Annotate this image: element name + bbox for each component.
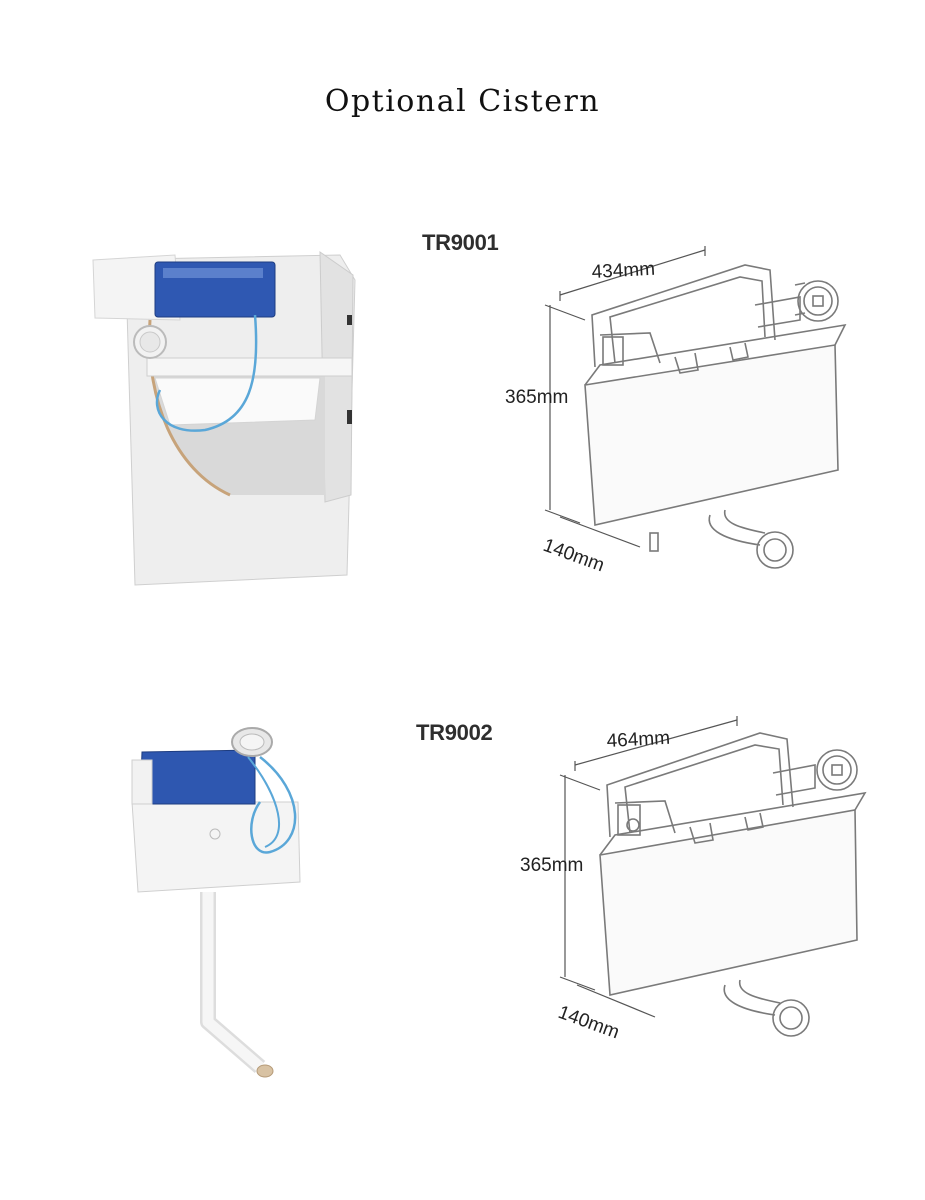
dimension-diagram-tr9001: 434mm 365mm 140mm [505, 246, 847, 576]
product-photo-tr9002 [131, 727, 301, 1078]
product-photo-tr9001 [92, 251, 356, 586]
model-code-tr9002: TR9002 [416, 720, 493, 745]
dimension-height-tr9001: 365mm [505, 387, 568, 408]
dimension-depth-tr9002: 140mm [555, 1002, 622, 1043]
dimension-diagram-tr9002: 464mm 365mm 140mm [520, 716, 867, 1043]
dimension-height-tr9002: 365mm [520, 855, 583, 876]
model-code-tr9001: TR9001 [422, 230, 499, 255]
page-title: Optional Cistern [324, 84, 601, 119]
product-section-tr9001: TR9001 [92, 230, 847, 586]
dimension-width-tr9002: 464mm [606, 728, 670, 752]
dimension-width-tr9001: 434mm [591, 259, 655, 283]
